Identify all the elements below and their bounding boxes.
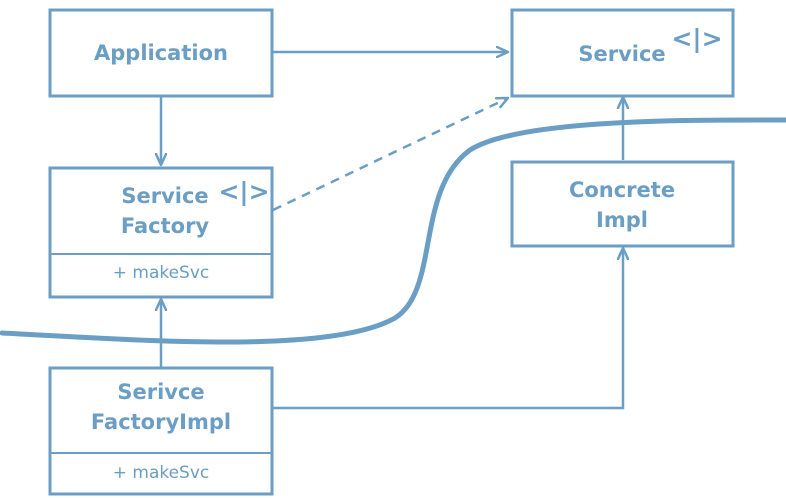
- concrete-impl-box: Concrete Impl: [510, 160, 735, 248]
- edge-service-factory-to-service: [272, 98, 508, 212]
- application-label: Application: [94, 41, 228, 65]
- application-box: Application: [48, 8, 274, 98]
- service-factory-box: Service Factory <|> + makeSvc: [48, 166, 274, 299]
- service-factory-impl-label-line2: FactoryImpl: [91, 410, 231, 434]
- service-factory-label-line1: Service: [121, 184, 208, 208]
- service-factory-impl-label-line1: Serivce: [117, 380, 204, 404]
- interface-icon: <|>: [671, 24, 722, 53]
- service-factory-label-line2: Factory: [121, 214, 210, 238]
- service-factory-impl-box: Serivce FactoryImpl + makeSvc: [48, 366, 274, 496]
- edge-factory-impl-to-concrete-impl: [273, 248, 623, 410]
- layer-boundary-curve: [0, 117, 786, 345]
- service-label: Service: [578, 42, 665, 66]
- service-factory-method: + makeSvc: [113, 263, 210, 283]
- concrete-impl-label-line1: Concrete: [569, 178, 675, 202]
- concrete-impl-label-line2: Impl: [596, 208, 648, 232]
- service-box: Service <|>: [510, 8, 735, 98]
- interface-icon: <|>: [218, 177, 269, 206]
- service-factory-impl-method: + makeSvc: [113, 463, 210, 483]
